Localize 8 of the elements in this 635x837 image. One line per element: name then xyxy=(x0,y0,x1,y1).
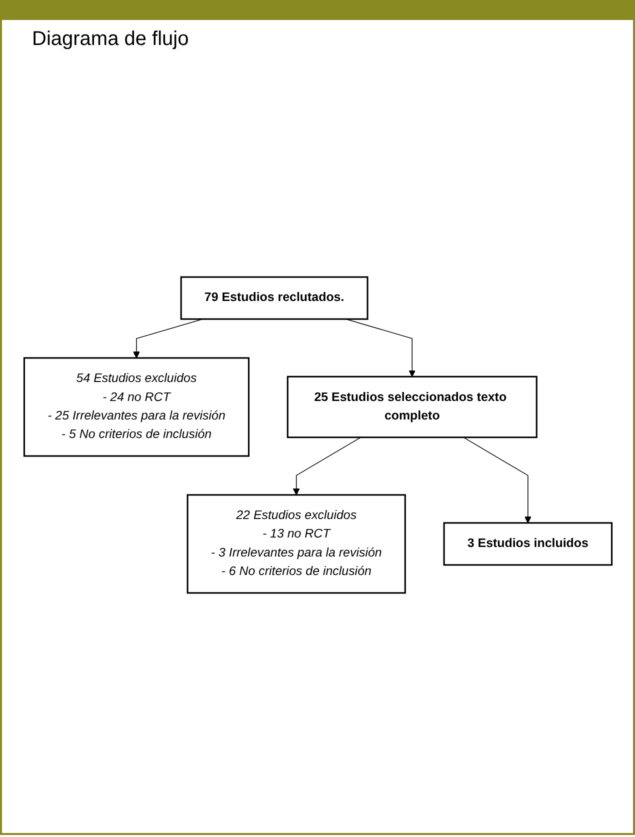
node-box: 3 Estudios incluidos xyxy=(442,522,612,566)
diagram-title: Diagrama de flujo xyxy=(32,28,189,51)
node-box: 25 Estudios seleccionados texto completo xyxy=(286,376,537,438)
node-box: 79 Estudios reclutados. xyxy=(180,276,368,320)
arrow xyxy=(292,436,361,496)
arrow xyxy=(462,436,531,524)
node-box: 22 Estudios excluidos - 13 no RCT - 3 Irrelevantes para la revisión - 6 No criterios de inclusión xyxy=(186,494,406,594)
node-box: 54 Estudios excluidos - 24 no RCT - 25 Irrelevantes para la revisión - 5 No criterios de inclusión xyxy=(22,357,250,457)
